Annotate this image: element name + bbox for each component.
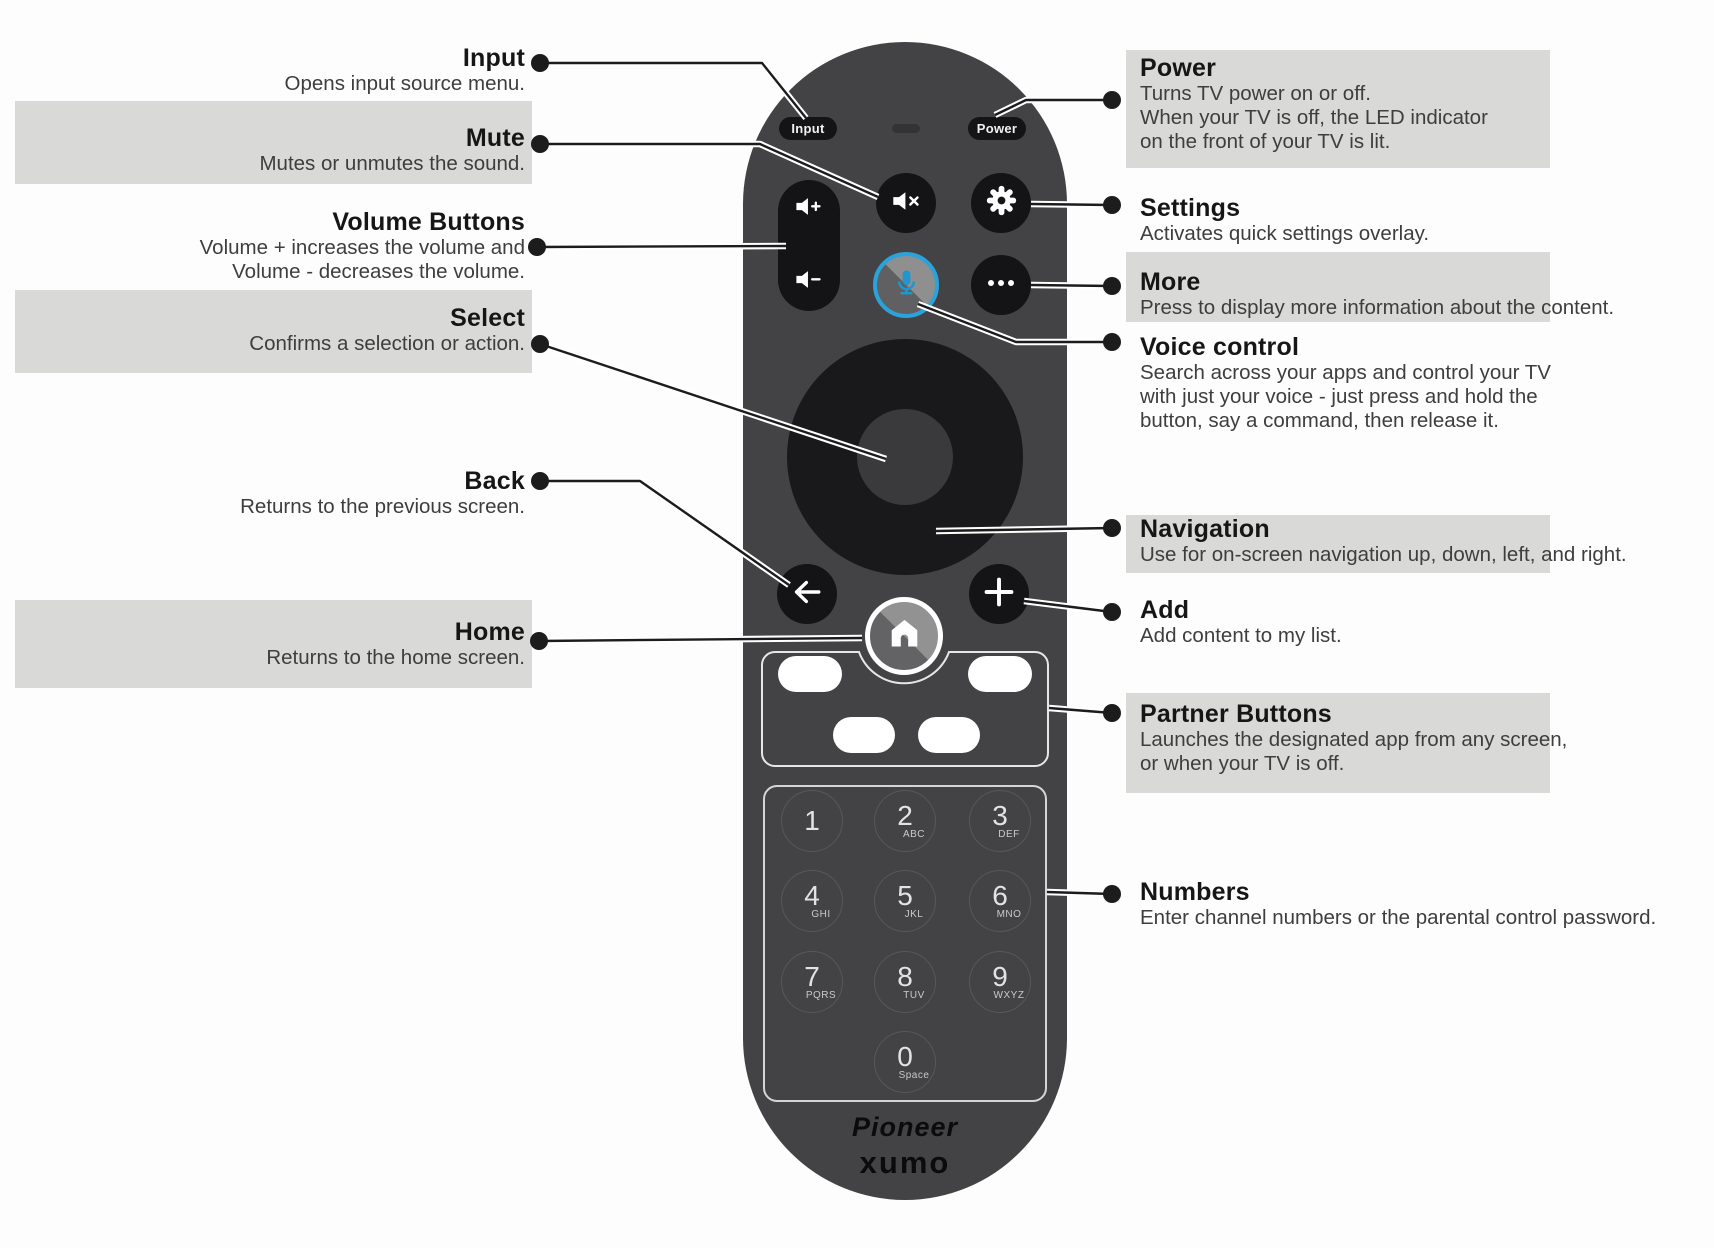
speaker-x-icon	[892, 190, 921, 217]
voice-control-button[interactable]	[873, 252, 939, 318]
callout-numbers: Numbers Enter channel numbers or the par…	[1140, 878, 1714, 930]
callout-settings-title: Settings	[1140, 194, 1241, 222]
callout-voice-title: Voice control	[1140, 333, 1300, 361]
callout-mute-title: Mute	[465, 124, 525, 152]
arrow-left-icon	[790, 575, 824, 614]
callout-partner-desc: Launches the designated app from any scr…	[1140, 728, 1568, 775]
pioneer-logo: Pioneer	[851, 1112, 959, 1142]
gear-icon	[986, 185, 1017, 221]
add-button[interactable]	[969, 564, 1029, 624]
highlight-bar-mute	[15, 101, 532, 184]
partner-button-1[interactable]	[778, 656, 842, 692]
highlight-bar-power	[1126, 50, 1550, 168]
number-button-9[interactable]: 9 WXYZ	[969, 951, 1031, 1013]
select-button[interactable]	[857, 409, 953, 505]
callout-power-title: Power	[1140, 54, 1217, 82]
number-button-8[interactable]: 8 TUV	[874, 951, 936, 1013]
callout-back-title: Back	[464, 467, 525, 495]
callout-select: Select Confirms a selection or action.	[15, 304, 525, 356]
callout-navigation: Navigation Use for on-screen navigation …	[1140, 515, 1714, 567]
callout-add-title: Add	[1140, 596, 1190, 624]
callout-mute: Mute Mutes or unmutes the sound.	[15, 124, 525, 176]
input-button[interactable]: Input	[779, 117, 837, 140]
callout-more: More Press to display more information a…	[1140, 268, 1714, 320]
ellipsis-icon	[986, 276, 1016, 294]
power-button[interactable]: Power	[968, 117, 1026, 140]
xumo-logo: xumo	[859, 1145, 951, 1180]
callout-volume-title: Volume Buttons	[332, 208, 525, 236]
callout-voice: Voice control Search across your apps an…	[1140, 333, 1714, 433]
partner-buttons-box	[761, 651, 1049, 767]
callout-select-desc: Confirms a selection or action.	[249, 332, 525, 355]
number-button-4[interactable]: 4 GHI	[781, 870, 843, 932]
callout-power-desc: Turns TV power on or off. When your TV i…	[1140, 82, 1488, 153]
callout-volume: Volume Buttons Volume + increases the vo…	[15, 208, 525, 284]
callout-numbers-title: Numbers	[1140, 878, 1250, 906]
callout-voice-desc: Search across your apps and control your…	[1140, 361, 1551, 432]
more-button[interactable]	[971, 255, 1031, 315]
settings-button[interactable]	[971, 173, 1031, 233]
callout-home-title: Home	[454, 618, 525, 646]
home-button[interactable]	[865, 597, 943, 675]
highlight-bar-home	[15, 600, 532, 688]
speaker-plus-icon	[795, 196, 823, 222]
callout-more-title: More	[1140, 268, 1201, 296]
mute-button[interactable]	[876, 173, 936, 233]
partner-button-3[interactable]	[833, 717, 895, 753]
highlight-bar-more	[1126, 252, 1550, 322]
callout-navigation-title: Navigation	[1140, 515, 1270, 543]
speaker-minus-icon	[795, 269, 823, 295]
house-icon	[886, 615, 923, 657]
partner-button-2[interactable]	[968, 656, 1032, 692]
number-button-0[interactable]: 0 Space	[874, 1031, 936, 1093]
callout-settings-desc: Activates quick settings overlay.	[1140, 222, 1430, 245]
callout-back-desc: Returns to the previous screen.	[240, 495, 525, 518]
callout-home: Home Returns to the home screen.	[15, 618, 525, 670]
callout-partner-title: Partner Buttons	[1140, 700, 1332, 728]
number-button-3[interactable]: 3 DEF	[969, 790, 1031, 852]
callout-input-title: Input	[462, 44, 525, 72]
callout-power: Power Turns TV power on or off. When you…	[1140, 54, 1714, 154]
volume-rocker[interactable]	[778, 180, 840, 311]
callout-partner: Partner Buttons Launches the designated …	[1140, 700, 1714, 776]
highlight-bar-partner	[1126, 693, 1550, 793]
remote-control: Input Power	[743, 42, 1067, 1200]
back-button[interactable]	[777, 564, 837, 624]
callout-navigation-desc: Use for on-screen navigation up, down, l…	[1140, 543, 1627, 566]
microphone-icon	[890, 266, 923, 304]
number-pad-box	[763, 785, 1047, 1102]
number-button-6[interactable]: 6 MNO	[969, 870, 1031, 932]
number-button-7[interactable]: 7 PQRS	[781, 951, 843, 1013]
callout-numbers-desc: Enter channel numbers or the parental co…	[1140, 906, 1657, 929]
callout-mute-desc: Mutes or unmutes the sound.	[259, 152, 525, 175]
callout-settings: Settings Activates quick settings overla…	[1140, 194, 1714, 246]
callout-volume-desc: Volume + increases the volume and Volume…	[199, 236, 525, 283]
callout-input-desc: Opens input source menu.	[284, 72, 525, 95]
plus-icon	[982, 575, 1016, 614]
number-button-2[interactable]: 2 ABC	[874, 790, 936, 852]
highlight-bar-navigation	[1126, 515, 1550, 573]
highlight-bar-select	[15, 290, 532, 373]
led-indicator	[892, 124, 920, 133]
callout-home-desc: Returns to the home screen.	[266, 646, 525, 669]
number-button-1[interactable]: 1	[781, 790, 843, 852]
partner-button-4[interactable]	[918, 717, 980, 753]
callout-back: Back Returns to the previous screen.	[15, 467, 525, 519]
number-button-5[interactable]: 5 JKL	[874, 870, 936, 932]
callout-add-desc: Add content to my list.	[1140, 624, 1342, 647]
callout-input: Input Opens input source menu.	[15, 44, 525, 96]
callout-select-title: Select	[450, 304, 525, 332]
callout-more-desc: Press to display more information about …	[1140, 296, 1615, 319]
callout-add: Add Add content to my list.	[1140, 596, 1714, 648]
